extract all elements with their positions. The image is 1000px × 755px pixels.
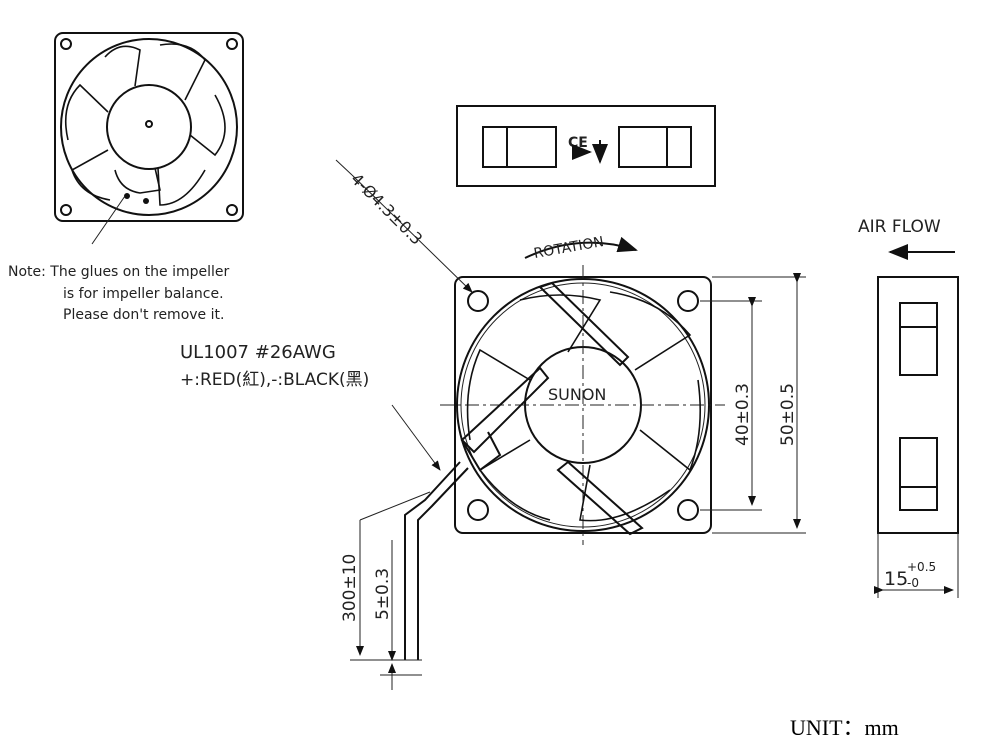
- thickness-label: 15: [884, 568, 908, 590]
- brand-label: SUNON: [548, 385, 606, 404]
- wire-colors: +:RED(紅),-:BLACK(黑): [180, 370, 369, 390]
- note-line-1: Note: The glues on the impeller: [8, 264, 230, 280]
- wire-spec: UL1007 #26AWG: [180, 342, 336, 363]
- dim-5-label: 5±0.3: [373, 568, 393, 620]
- front-view: [440, 265, 725, 545]
- side-view: [874, 276, 959, 598]
- airflow-label: AIR FLOW: [858, 217, 941, 237]
- rotation-arrow-icon: [524, 236, 638, 259]
- ce-mark-icon: CE: [568, 135, 588, 151]
- back-view: [54, 32, 244, 245]
- hole-callout: 4-Ø4.3±0.3: [347, 169, 426, 248]
- dim-40: 40±0.3: [700, 297, 762, 511]
- dim-50: 50±0.5: [712, 273, 806, 534]
- dim-300-label: 300±10: [340, 554, 360, 622]
- dim-5: 5±0.3: [373, 540, 422, 690]
- dim-300: 300±10: [340, 491, 431, 661]
- rotation-label: ROTATION: [532, 234, 605, 262]
- label-view: CE: [456, 105, 716, 187]
- dim-40-label: 40±0.3: [733, 383, 753, 446]
- note-line-2: is for impeller balance.: [63, 286, 224, 302]
- wire-leads: [400, 461, 469, 661]
- note-line-3: Please don't remove it.: [63, 307, 224, 323]
- thickness-tol-minus: -0: [907, 576, 919, 590]
- thickness-tol-plus: +0.5: [907, 560, 936, 574]
- dim-50-label: 50±0.5: [778, 383, 798, 446]
- unit-label: UNIT：mm: [790, 715, 899, 740]
